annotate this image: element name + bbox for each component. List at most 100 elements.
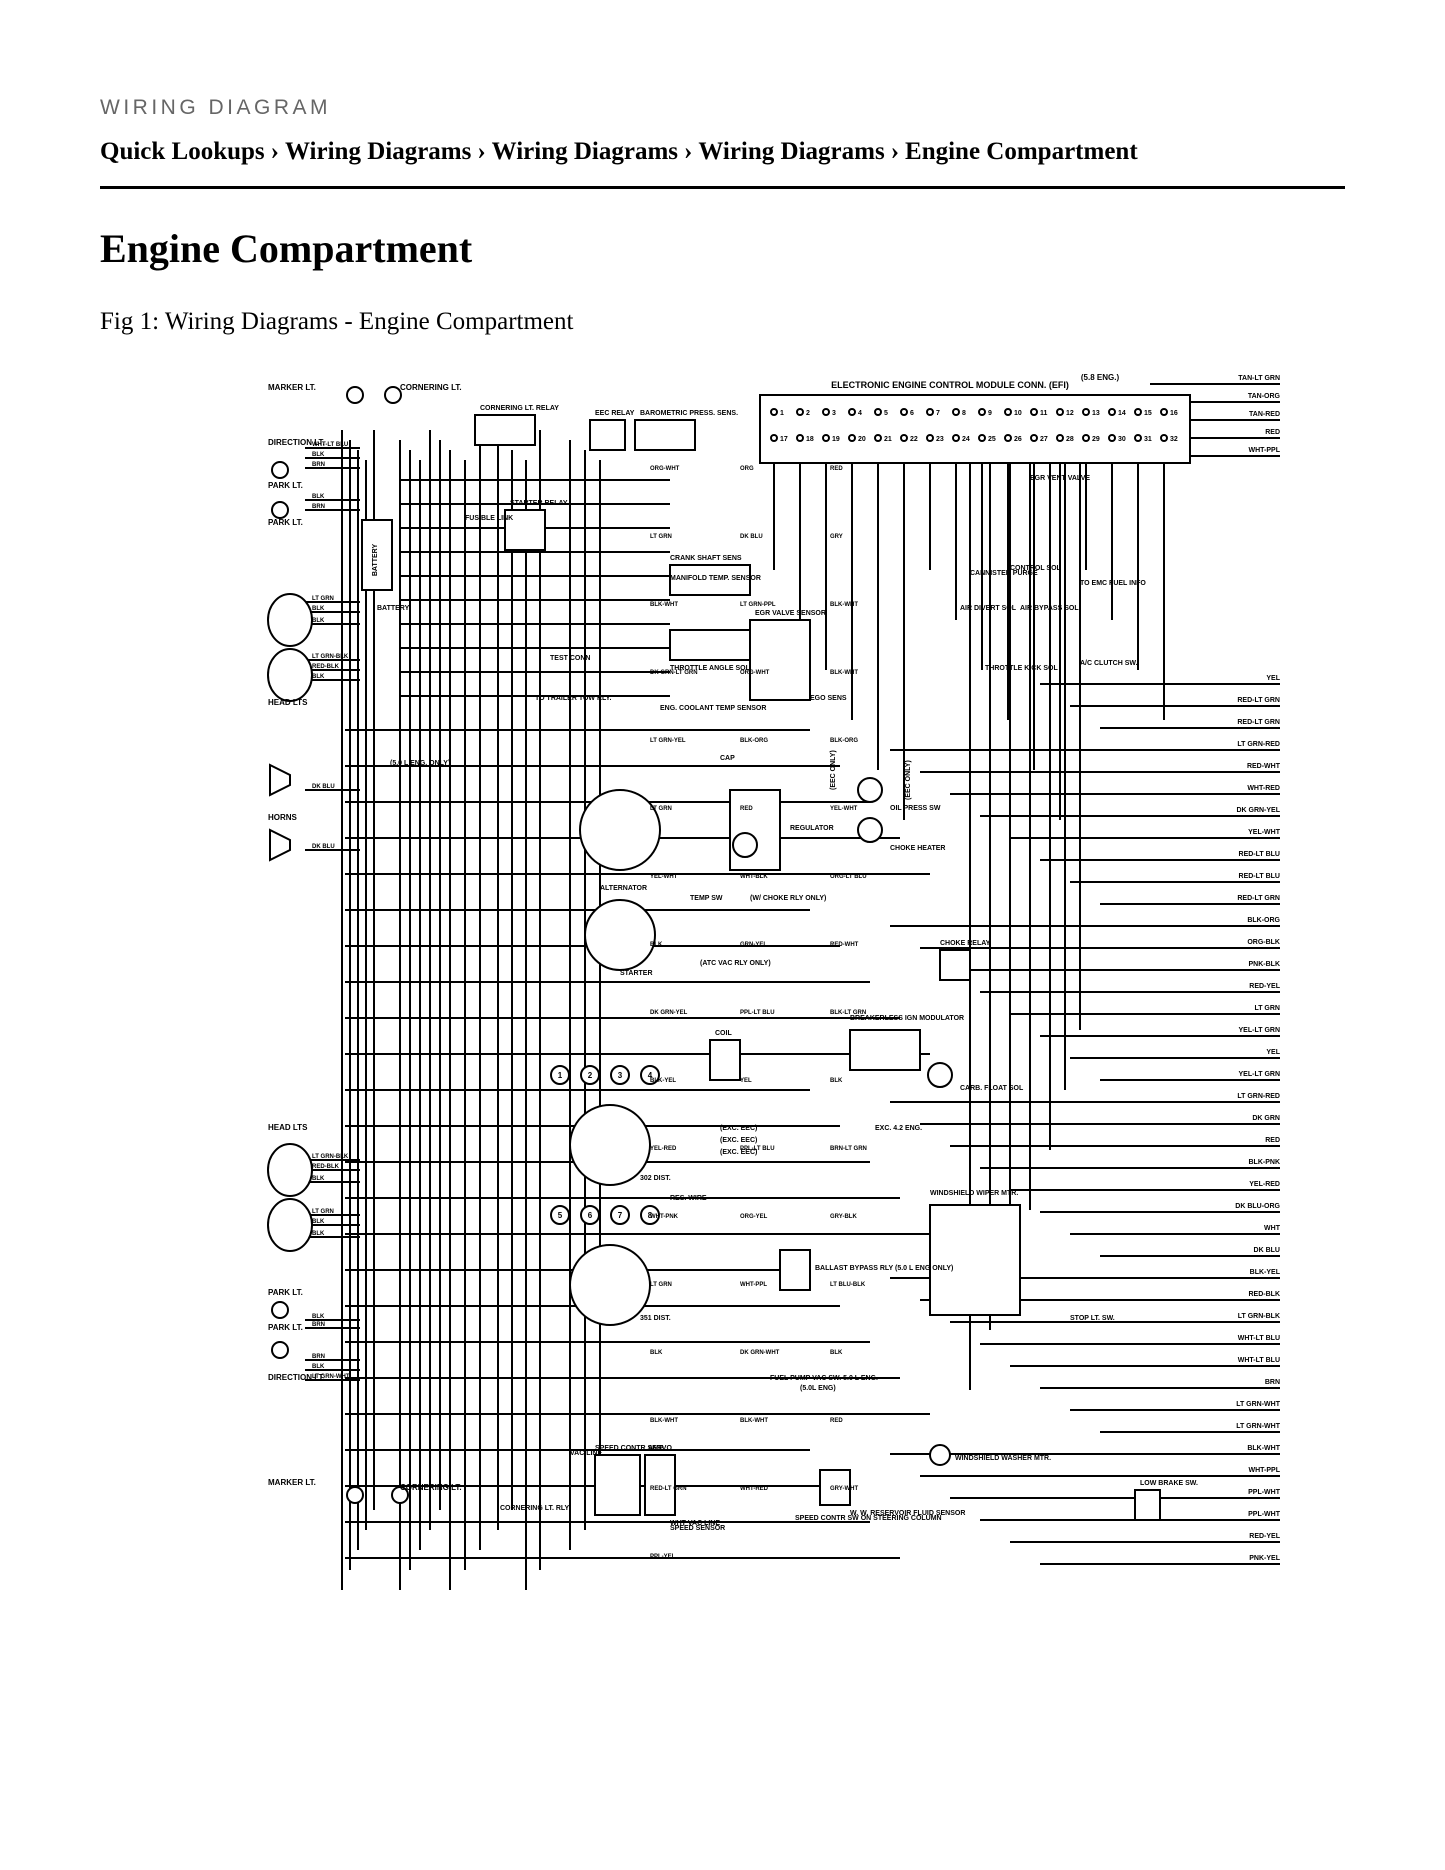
left-wire-label: LT GRN xyxy=(312,596,334,602)
ecm-pin xyxy=(1160,434,1168,442)
right-wire-label: RED xyxy=(1265,1137,1280,1144)
component-label: WINDSHIELD WASHER MTR. xyxy=(955,1455,1051,1462)
right-wire-label: LT GRN xyxy=(1254,1005,1280,1012)
right-wire-label: BLK-YEL xyxy=(1250,1269,1281,1276)
left-wire-label: BLK xyxy=(312,1364,325,1370)
center-wire-label: BLK-YEL xyxy=(650,1078,676,1084)
center-wire-label: YEL-WHT xyxy=(650,874,678,880)
left-wire-label: BRN xyxy=(312,1354,325,1360)
alternator xyxy=(579,789,661,871)
marker-lamp xyxy=(346,1486,364,1504)
right-wire-label: RED-LT GRN xyxy=(1237,719,1280,726)
regulator xyxy=(729,789,781,871)
ecm-pin-number: 6 xyxy=(910,410,914,417)
distributor-terminal-number: 4 xyxy=(648,1071,653,1080)
breadcrumb-wiring-diagrams-1[interactable]: Wiring Diagrams xyxy=(285,138,472,165)
distributor-terminal-number: 7 xyxy=(618,1211,623,1220)
ecm-pin-number: 11 xyxy=(1040,410,1048,417)
ecm-pin xyxy=(796,434,804,442)
horn xyxy=(269,828,291,862)
distributor-302 xyxy=(569,1104,651,1186)
left-wire-label: LT GRN xyxy=(312,1209,334,1215)
ecm-pin-number: 23 xyxy=(936,436,944,443)
carb-float-sol xyxy=(927,1062,953,1088)
ecm-pin xyxy=(796,408,804,416)
right-wire-label: DK BLU xyxy=(1254,1247,1280,1254)
ecm-pin-number: 20 xyxy=(858,436,866,443)
center-wire-label: PPL-YEL xyxy=(650,1554,676,1560)
component-label: STARTER RELAY xyxy=(510,500,568,507)
ecm-pin xyxy=(1056,408,1064,416)
center-wire-label: BLK-LT GRN xyxy=(830,1010,866,1016)
center-wire-label: BRN-LT GRN xyxy=(830,1146,867,1152)
park-lamp xyxy=(271,501,289,519)
ecm-pin xyxy=(848,434,856,442)
ecm-pin-number: 14 xyxy=(1118,410,1126,417)
right-wire-label: WHT-LT BLU xyxy=(1238,1335,1280,1342)
component-label: COIL xyxy=(715,1030,732,1037)
diagram-note: (5.0 L ENG. ONLY) xyxy=(390,760,450,767)
component-label: CAP xyxy=(720,755,735,762)
distributor-terminal xyxy=(640,1205,660,1225)
right-wire-label: RED-LT BLU xyxy=(1239,873,1280,880)
ecm-pin xyxy=(926,434,934,442)
left-component-label: MARKER LT. xyxy=(268,383,316,392)
right-wire-label: DK BLU-ORG xyxy=(1235,1203,1280,1210)
right-wire-label: RED xyxy=(1265,429,1280,436)
center-wire-label: PPL-LT BLU xyxy=(740,1146,775,1152)
ecm-pin xyxy=(900,434,908,442)
center-wire-label: LT BLU-BLK xyxy=(830,1282,866,1288)
right-wire-label: WHT xyxy=(1264,1225,1281,1232)
barometric-sensor xyxy=(634,419,696,451)
right-wire-label: TAN-ORG xyxy=(1248,393,1281,400)
center-wire-label: ORG-LT BLU xyxy=(830,874,867,880)
component-label: CORNERING LT. RLY xyxy=(500,1505,570,1512)
component-label: EEC RELAY xyxy=(595,410,635,417)
component-label: EGR VENT VALVE xyxy=(1030,475,1090,482)
component-label: AIR DIVERT SOL xyxy=(960,605,1017,612)
left-wire-label: BLK xyxy=(312,1219,325,1225)
component-label: THROTTLE ANGLE SOL xyxy=(670,665,751,672)
ecm-pin xyxy=(1082,408,1090,416)
left-wire-label: BLK xyxy=(312,674,325,680)
ecm-pin xyxy=(770,408,778,416)
breadcrumb-wiring-diagrams-2[interactable]: Wiring Diagrams xyxy=(491,138,679,165)
direction-lamp xyxy=(271,461,289,479)
right-wire-label: TAN-RED xyxy=(1249,411,1280,418)
diagram-note: EXC. 4.2 ENG. xyxy=(875,1125,922,1132)
battery xyxy=(361,519,393,591)
component-label: EGR VALVE SENSOR xyxy=(755,610,826,617)
wiring-diagram: ELECTRONIC ENGINE CONTROL MODULE CONN. (… xyxy=(267,373,1281,1590)
left-wire-label: BLK xyxy=(312,1314,325,1320)
breadcrumb-quick-lookups[interactable]: Quick Lookups xyxy=(100,138,265,165)
amp-module xyxy=(644,1454,676,1516)
diagram-note: (EXC. EEC) xyxy=(720,1125,757,1132)
breadcrumb-wiring-diagrams-3[interactable]: Wiring Diagrams xyxy=(698,138,885,165)
page-title: Engine Compartment xyxy=(100,226,473,271)
left-component-label: DIRECTION LT. xyxy=(268,1373,325,1382)
ecm-pin xyxy=(822,408,830,416)
center-wire-label: WHT-PNK xyxy=(650,1214,679,1220)
ecm-pin xyxy=(874,434,882,442)
right-wire-label: YEL-WHT xyxy=(1248,829,1281,836)
left-wire-label: RED-BLK xyxy=(312,1164,340,1170)
center-wire-label: YEL-WHT xyxy=(830,806,858,812)
ecm-title: ELECTRONIC ENGINE CONTROL MODULE CONN. (… xyxy=(831,380,1069,390)
component-label: SPEED SENSOR xyxy=(670,1525,725,1532)
component-label: TO EMC FUEL INFO xyxy=(1080,580,1146,587)
horn xyxy=(269,763,291,797)
component-label: STOP LT. SW. xyxy=(1070,1315,1115,1322)
oil-press-switch xyxy=(857,777,883,803)
right-wire-label: RED-LT BLU xyxy=(1239,851,1280,858)
ecm-pin xyxy=(874,408,882,416)
park-lamp xyxy=(271,1341,289,1359)
washer-motor xyxy=(929,1444,951,1466)
center-wire-label: ORG-WHT xyxy=(650,466,680,472)
distributor-terminal-number: 6 xyxy=(588,1211,593,1220)
breadcrumb-engine-compartment[interactable]: Engine Compartment xyxy=(905,138,1138,165)
right-wire-label: WHT-PPL xyxy=(1249,447,1281,454)
breadcrumb-separator: › xyxy=(270,138,279,165)
left-wire-label: BLK xyxy=(312,618,325,624)
low-brake-switch xyxy=(1134,1489,1161,1521)
component-label: SPEED CONTR SERVO xyxy=(595,1445,672,1452)
